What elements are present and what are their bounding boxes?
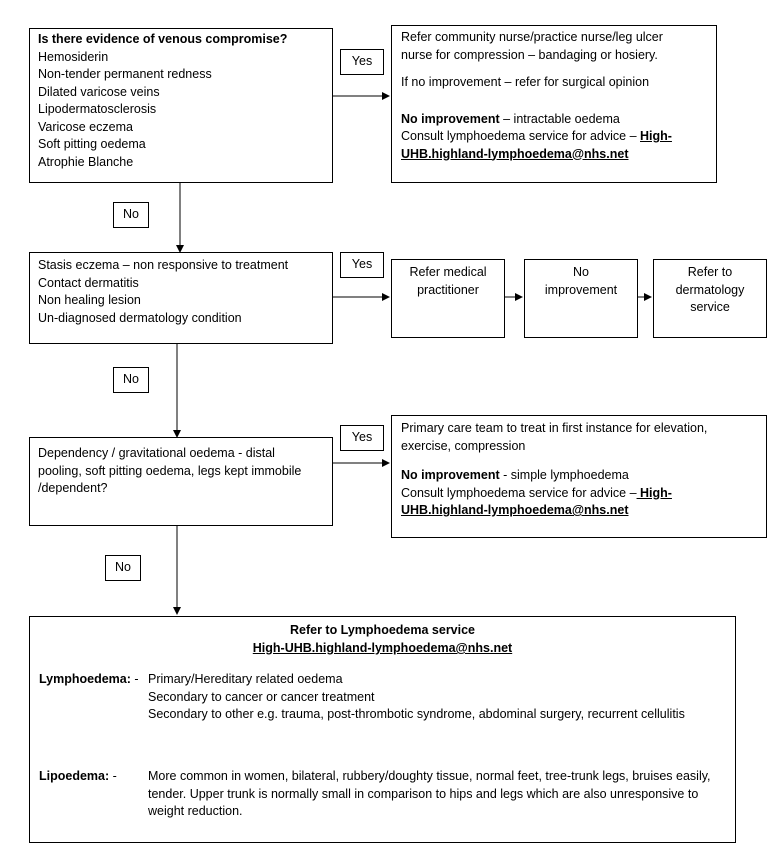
- list-item: Soft pitting oedema: [38, 137, 146, 151]
- question-text: pooling, soft pitting oedema, legs kept …: [38, 463, 302, 478]
- dash: -: [130, 672, 139, 686]
- lipoedema-label: Lipoedema:: [39, 769, 110, 783]
- intractable-oedema-text: – intractable oedema: [499, 111, 620, 126]
- email-link[interactable]: High-: [640, 129, 672, 143]
- email-link[interactable]: High-: [636, 485, 672, 500]
- no-improvement-label: No improvement: [401, 111, 500, 126]
- no-label: No: [105, 555, 141, 581]
- list-item: Atrophie Blanche: [38, 154, 134, 169]
- surgical-opinion-text: If no improvement – refer for surgical o…: [401, 75, 650, 89]
- venous-compromise-question: Is there evidence of venous compromise?: [38, 32, 288, 46]
- list-item: Varicose eczema: [38, 119, 133, 134]
- no-improvement-label: No improvement: [401, 468, 500, 482]
- list-item: Non-tender permanent redness: [38, 67, 212, 81]
- list-item: Non healing lesion: [38, 293, 141, 307]
- lymphoedema-heading: Lymphoedema: -: [39, 671, 139, 689]
- outcome-text: Refer community nurse/practice nurse/leg…: [401, 30, 663, 44]
- list-item: Secondary to other e.g. trauma, post-thr…: [148, 707, 685, 721]
- consult-text: Consult lymphoedema service for advice –: [401, 485, 637, 500]
- question-text: /dependent?: [38, 481, 108, 495]
- consult-line: Consult lymphoedema service for advice –…: [401, 485, 757, 503]
- email-link[interactable]: UHB.highland-lymphoedema@nhs.net: [401, 146, 629, 161]
- list-item: Contact dermatitis: [38, 275, 139, 290]
- list-item: Primary/Hereditary related oedema: [148, 672, 343, 686]
- chain-text: practitioner: [417, 282, 479, 297]
- chain-text: service: [690, 300, 730, 314]
- refer-dermatology-box: Refer to dermatology service: [653, 259, 767, 338]
- outcome-text: nurse for compression – bandaging or hos…: [401, 47, 658, 62]
- venous-compromise-box: Is there evidence of venous compromise? …: [29, 28, 333, 183]
- lymphoedema-service-box: Refer to Lymphoedema service High-UHB.hi…: [29, 616, 736, 843]
- no-improvement-box: No improvement: [524, 259, 638, 338]
- no-improvement-line: No improvement - simple lymphoedema: [401, 467, 757, 485]
- final-email-link[interactable]: High-UHB.highland-lymphoedema@nhs.net: [252, 641, 513, 655]
- simple-lymphoedema-text: - simple lymphoedema: [499, 468, 629, 482]
- yes-label: Yes: [340, 49, 384, 75]
- no-improvement-line: No improvement – intractable oedema: [401, 111, 707, 129]
- list-item: Un-diagnosed dermatology condition: [38, 310, 242, 325]
- chain-text: Refer to: [687, 265, 733, 279]
- chain-text: dermatology: [675, 282, 745, 297]
- list-item: Hemosiderin: [38, 49, 109, 64]
- lymphoedema-list: Primary/Hereditary related oedema Second…: [148, 671, 685, 724]
- compression-referral-box: Refer community nurse/practice nurse/leg…: [391, 25, 717, 183]
- dependency-oedema-box: Dependency / gravitational oedema - dist…: [29, 437, 333, 526]
- lipoedema-heading: Lipoedema: -: [39, 768, 117, 786]
- outcome-text: exercise, compression: [401, 438, 526, 453]
- question-text: Dependency / gravitational oedema - dist…: [38, 446, 275, 460]
- no-label: No: [113, 202, 149, 228]
- lipoedema-description: More common in women, bilateral, rubbery…: [148, 769, 711, 818]
- dermatology-criteria-box: Stasis eczema – non responsive to treatm…: [29, 252, 333, 344]
- primary-care-box: Primary care team to treat in first inst…: [391, 415, 767, 538]
- list-item: Secondary to cancer or cancer treatment: [148, 689, 375, 704]
- chain-text: No: [573, 265, 589, 279]
- outcome-text: Primary care team to treat in first inst…: [401, 421, 708, 435]
- dash: -: [109, 769, 117, 783]
- chain-text: Refer medical: [409, 265, 487, 279]
- yes-label: Yes: [340, 252, 384, 278]
- refer-medical-practitioner-box: Refer medical practitioner: [391, 259, 505, 338]
- consult-text: Consult lymphoedema service for advice –: [401, 129, 641, 143]
- email-link[interactable]: UHB.highland-lymphoedema@nhs.net: [401, 503, 629, 517]
- yes-label: Yes: [340, 425, 384, 451]
- list-item: Dilated varicose veins: [38, 84, 160, 99]
- final-title: Refer to Lymphoedema service: [289, 623, 476, 637]
- chain-text: improvement: [544, 282, 618, 297]
- lymphoedema-label: Lymphoedema:: [39, 672, 131, 686]
- consult-line: Consult lymphoedema service for advice –…: [401, 128, 707, 146]
- list-item: Lipodermatosclerosis: [38, 102, 157, 116]
- list-item: Stasis eczema – non responsive to treatm…: [38, 258, 289, 272]
- no-label: No: [113, 367, 149, 393]
